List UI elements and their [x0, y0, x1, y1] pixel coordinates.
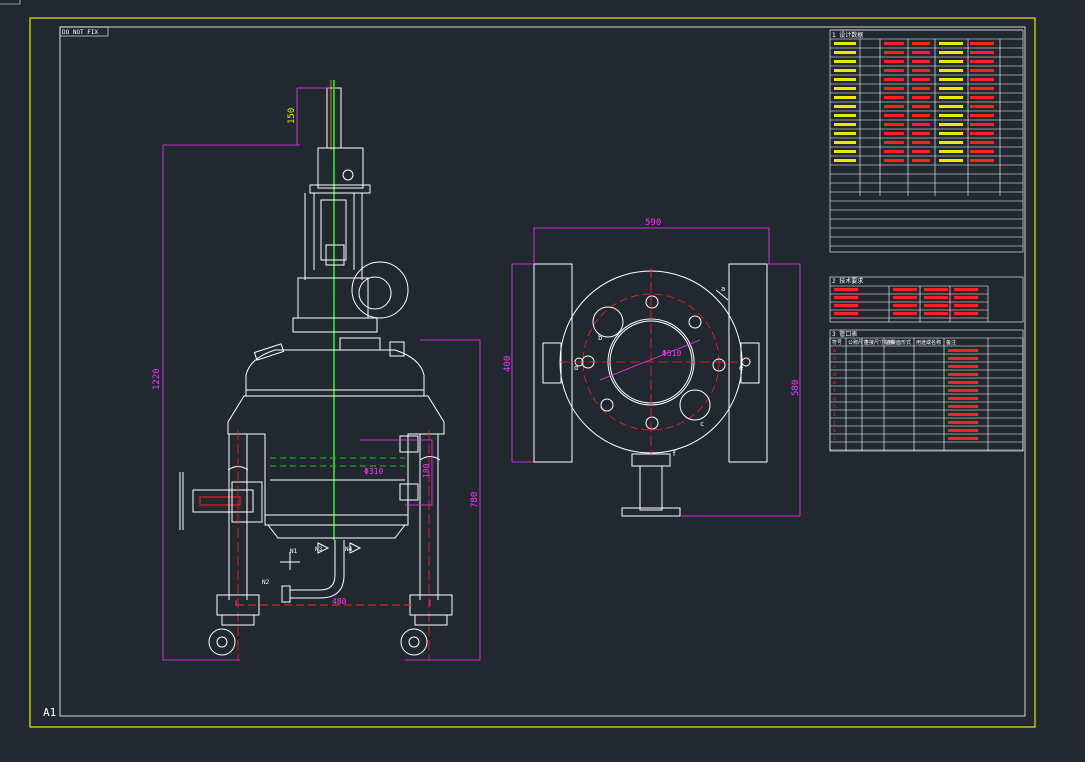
castor-right: [409, 594, 453, 616]
sight-glass: [253, 343, 285, 361]
nozzle-tag-bottom: f: [672, 450, 676, 458]
nozzle-row-purpose-mark: [948, 357, 978, 360]
nozzle-row-symbol: l: [833, 436, 836, 442]
nozzle-row-purpose-mark: [948, 381, 978, 384]
inner-frame: [59, 26, 1026, 717]
nozzle-row-purpose-mark: [948, 429, 978, 432]
nozzle-tag-d: d: [574, 364, 578, 372]
dim-plan-height: 580: [791, 380, 801, 396]
outlet-pipe: [290, 540, 345, 599]
design-data-header: 1 设计数据: [832, 31, 863, 39]
dim-plan-width: 590: [645, 218, 661, 228]
title-tag: DO NOT FIX: [62, 29, 99, 36]
nozzle-row-purpose-mark: [948, 365, 978, 368]
nozzle-col-header: 用途或名称: [916, 339, 941, 346]
title-block-tables: [829, 29, 1024, 452]
nozzle-table-header: 3 管口表: [832, 330, 857, 338]
nozzle-tag-e: e: [739, 364, 743, 372]
nozzle-row-purpose-mark: [948, 421, 978, 424]
nozzle-row-symbol: b: [833, 356, 836, 362]
side-view: [179, 80, 453, 660]
nozzle-row-symbol: d: [833, 372, 836, 378]
nozzle-col-header: 符号: [832, 339, 842, 346]
technical-table: [829, 276, 1024, 323]
note-n2: N2: [262, 579, 270, 586]
note-n3: N3: [315, 546, 323, 553]
lid: [245, 349, 425, 391]
nozzle-row-purpose-mark: [948, 349, 978, 352]
nozzle-row-symbol: i: [833, 412, 836, 418]
drive-head: [317, 147, 364, 189]
title-tag-box: [59, 26, 109, 37]
plan-view: [533, 263, 768, 517]
dim-wheel-span: 480: [332, 597, 347, 606]
nozzle-row-symbol: h: [833, 404, 836, 410]
nozzle-row-symbol: k: [833, 428, 836, 434]
dim-bolt-circle: Φ510: [662, 349, 681, 358]
nozzle-col-header: 连接尺寸标准: [864, 339, 894, 346]
nozzle-row-purpose-mark: [948, 437, 978, 440]
nozzle-row-symbol: c: [833, 364, 836, 370]
nozzle-row-symbol: j: [833, 420, 836, 426]
nozzle-row-symbol: e: [833, 380, 836, 386]
nozzle-row-symbol: a: [833, 348, 836, 354]
plan-dimensions: [511, 227, 801, 517]
note-n1: N1: [290, 548, 298, 555]
outer-frame: [29, 17, 1036, 728]
nozzle-row-symbol: g: [833, 396, 836, 402]
dim-bowl-diameter: Φ310: [364, 467, 383, 476]
nozzle-table: [829, 329, 1024, 452]
motor: [351, 261, 409, 319]
nozzle-row-purpose-mark: [948, 373, 978, 376]
dim-plan-depth: 400: [503, 356, 513, 372]
dim-body-height: 780: [470, 492, 480, 508]
nozzle-col-header: 公称尺寸: [848, 339, 868, 346]
nozzle-row-purpose-mark: [948, 389, 978, 392]
nozzle-col-header: 备注: [946, 339, 956, 346]
corner-mark: [0, 0, 21, 5]
nozzle-tag-c: c: [700, 420, 704, 428]
nozzle-col-header: 连接面形式: [886, 339, 911, 346]
dim-shaft-ext: 150: [287, 108, 297, 124]
leg-pad-right: [728, 263, 768, 463]
dim-inner-height: 180: [422, 463, 431, 478]
nozzle-row-purpose-mark: [948, 405, 978, 408]
note-n4: N4: [345, 546, 353, 553]
nozzle-table-columns: 符号公称尺寸连接尺寸标准连接面形式用途或名称备注: [832, 339, 956, 346]
pulley-small: [342, 169, 354, 181]
vessel-body: [227, 395, 445, 516]
leg-pad-left: [533, 263, 573, 463]
sheet-size: A1: [43, 706, 56, 719]
side-dimensions: [162, 87, 481, 661]
dim-total-height: 1220: [152, 368, 162, 390]
nozzle-tag-a: a: [721, 285, 725, 293]
technical-header: 2 技术要求: [832, 277, 863, 285]
nozzle-row-symbol: f: [833, 388, 836, 394]
nozzle-tag-b: b: [598, 334, 602, 342]
nozzle-row-purpose-mark: [948, 397, 978, 400]
nozzle-row-purpose-mark: [948, 413, 978, 416]
